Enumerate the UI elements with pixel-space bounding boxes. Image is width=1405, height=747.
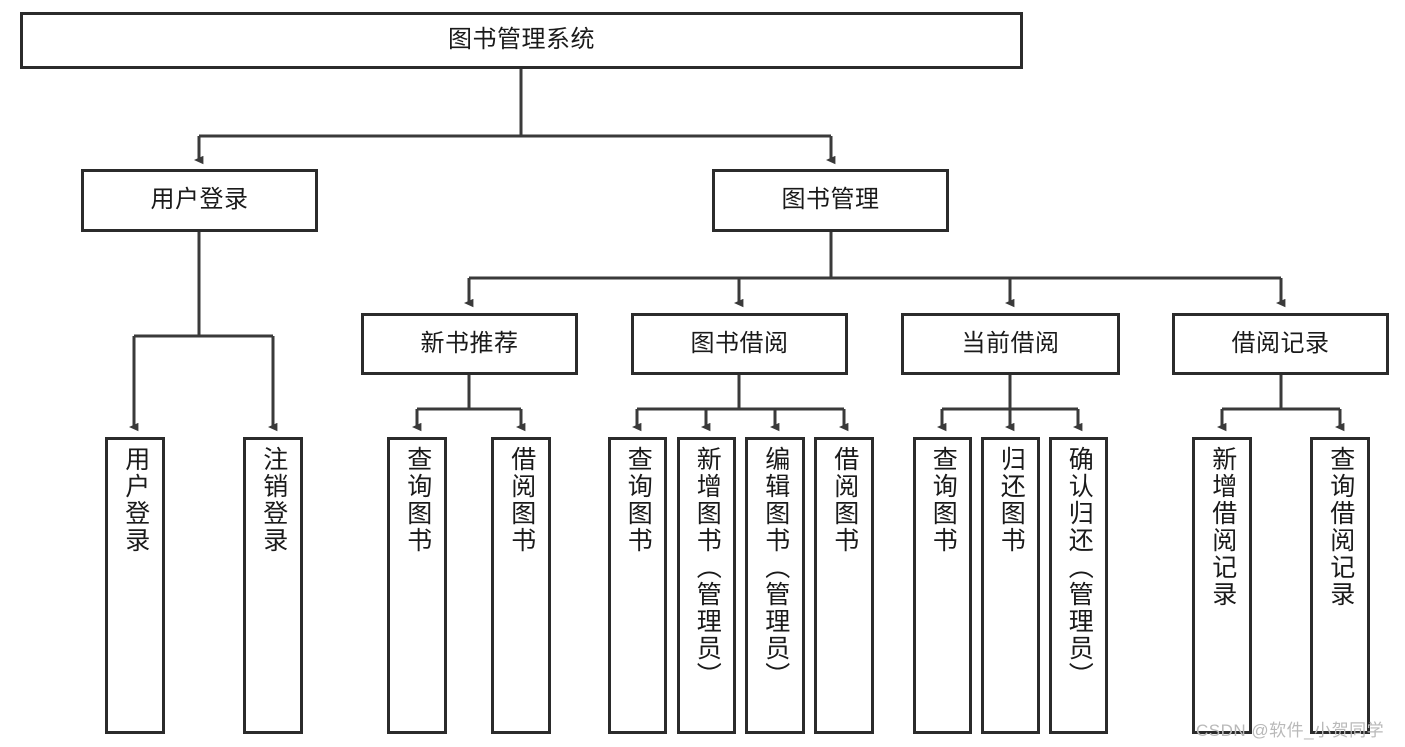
node-leaf-add-book-admin[interactable]: 新增图书（管理员） [677,437,736,734]
node-label: 借阅记录 [1231,329,1330,357]
node-label: 借阅图书 [830,446,859,554]
node-label: 图书管理系统 [448,26,595,54]
node-label: 图书借阅 [690,329,789,357]
node-branch-book-management[interactable]: 图书管理 [712,169,949,232]
node-label: 新书推荐 [420,329,519,357]
node-leaf-confirm-return-admin[interactable]: 确认归还（管理员） [1049,437,1108,734]
node-label: 新增借阅记录 [1208,446,1237,608]
node-leaf-borrow-books[interactable]: 借阅图书 [814,437,874,734]
node-label: 当前借阅 [961,329,1060,357]
node-group-borrow-records[interactable]: 借阅记录 [1172,313,1389,375]
node-leaf-query-books-borrow[interactable]: 查询图书 [608,437,667,734]
node-leaf-borrow-books-recommend[interactable]: 借阅图书 [491,437,551,734]
node-leaf-query-books-current[interactable]: 查询图书 [913,437,972,734]
node-label: 查询图书 [403,446,432,554]
node-label: 查询借阅记录 [1326,446,1355,608]
node-group-new-book-recommend[interactable]: 新书推荐 [361,313,578,375]
node-label: 查询图书 [624,446,653,554]
node-leaf-logout[interactable]: 注销登录 [243,437,303,734]
node-leaf-query-borrow-record[interactable]: 查询借阅记录 [1310,437,1370,734]
node-leaf-add-borrow-record[interactable]: 新增借阅记录 [1192,437,1252,734]
node-label: 新增图书（管理员） [693,446,722,689]
node-label: 注销登录 [259,446,288,554]
node-root-book-management-system[interactable]: 图书管理系统 [20,12,1023,69]
node-leaf-edit-book-admin[interactable]: 编辑图书（管理员） [745,437,805,734]
node-leaf-user-login[interactable]: 用户登录 [105,437,165,734]
node-label: 归还图书 [997,446,1026,554]
node-label: 确认归还（管理员） [1065,446,1094,689]
node-leaf-query-books-recommend[interactable]: 查询图书 [387,437,447,734]
node-leaf-return-books[interactable]: 归还图书 [981,437,1040,734]
node-label: 编辑图书（管理员） [761,446,790,689]
node-label: 用户登录 [150,186,249,214]
node-group-current-borrow[interactable]: 当前借阅 [901,313,1120,375]
node-label: 用户登录 [121,446,150,554]
csdn-watermark: CSDN @软件_小贺同学 [1196,721,1385,740]
node-branch-user-login[interactable]: 用户登录 [81,169,318,232]
node-label: 借阅图书 [507,446,536,554]
node-group-book-borrow[interactable]: 图书借阅 [631,313,848,375]
node-label: 图书管理 [781,186,880,214]
node-label: 查询图书 [929,446,958,554]
